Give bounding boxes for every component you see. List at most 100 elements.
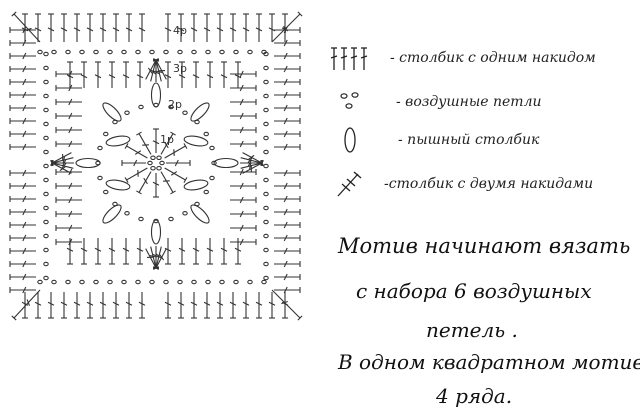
round3-left-stitch <box>55 140 82 148</box>
round1-stitch <box>152 173 160 198</box>
chain-stitch <box>43 107 49 113</box>
chain-stitch <box>263 65 269 71</box>
round4-bottom-stitch <box>255 292 263 319</box>
round4-bottom-stitch <box>21 292 29 319</box>
round1-stitch <box>166 159 191 167</box>
round4-top-stitch <box>177 13 185 42</box>
round3-left-stitch <box>55 210 82 218</box>
round4-bottom-stitch <box>177 292 185 319</box>
chain-stitch <box>263 275 269 281</box>
chain-stitch <box>247 49 253 55</box>
round1-stitch <box>124 143 148 159</box>
chain-stitch <box>124 110 130 116</box>
chain-stitch <box>263 93 269 99</box>
round4-bottom-stitch <box>229 292 237 319</box>
round3-bottom-stitch <box>80 238 88 265</box>
chain-stitch <box>211 160 217 166</box>
chain-stitch <box>112 201 118 207</box>
chain-stitch <box>219 279 225 285</box>
round3-right-stitch <box>230 98 257 106</box>
chain-stitch <box>93 279 99 285</box>
chain-stitch <box>149 49 155 55</box>
chain-stitch <box>121 279 127 285</box>
round3-left-stitch <box>55 224 82 232</box>
chain-stitch <box>263 233 269 239</box>
round4-left-stitch <box>9 221 36 229</box>
round4-right-stitch <box>274 39 301 47</box>
legend-item-double-crochet: - столбик с одним накидом <box>330 44 630 78</box>
chain-stitch <box>194 119 200 125</box>
treble-crochet-icon <box>337 171 362 197</box>
round4-left-stitch <box>9 169 36 177</box>
puff-stitch <box>150 219 162 245</box>
round3-bottom-stitch <box>178 238 186 265</box>
round4-bottom-stitch <box>34 292 42 319</box>
chain-stitch <box>150 155 156 161</box>
chain-stitch <box>156 155 162 161</box>
chain-stitch <box>177 49 183 55</box>
round3-fan-stitch <box>50 160 72 174</box>
round1-stitch <box>121 159 146 167</box>
round4-right-stitch <box>274 91 301 99</box>
chain-stitch <box>51 49 57 55</box>
chain-stitch <box>147 160 153 166</box>
chain-stitch <box>156 165 162 171</box>
puff-stitch <box>213 157 239 169</box>
round4-right-stitch <box>274 52 301 60</box>
chain-stitch <box>194 201 200 207</box>
round4-left-stitch <box>9 78 36 86</box>
note-line-1: Мотив начинают вязать <box>338 234 631 258</box>
round3-top-stitch <box>80 61 88 88</box>
round4-bottom-stitch <box>203 292 211 319</box>
chain-stitch <box>191 279 197 285</box>
chain-stitch <box>43 177 49 183</box>
round3-top-stitch <box>136 61 144 88</box>
round4-left-stitch <box>9 130 36 138</box>
puff-stitch <box>183 179 209 191</box>
chain-stitch <box>263 121 269 127</box>
round3-right-stitch <box>230 224 257 232</box>
puff-stitch <box>75 157 101 169</box>
chain-stitch <box>263 149 269 155</box>
round4-top-stitch <box>203 13 211 42</box>
chain-stitch <box>43 149 49 155</box>
round-label: 4р <box>173 24 187 37</box>
round3-bottom-stitch <box>192 238 200 265</box>
round4-right-stitch <box>274 195 301 203</box>
chain-stitch <box>43 93 49 99</box>
round4-left-stitch <box>9 26 36 34</box>
chain-stitch <box>43 51 49 57</box>
double-crochet-icon <box>330 47 368 70</box>
chain-stitch <box>65 279 71 285</box>
chain-stitch <box>182 210 188 216</box>
round4-top-stitch <box>190 13 198 42</box>
chain-stitch <box>191 49 197 55</box>
round3-left-stitch <box>55 112 82 120</box>
chain-stitch <box>263 51 269 57</box>
round4-bottom-stitch <box>242 292 250 319</box>
chain-stitch <box>263 177 269 183</box>
legend-item-chain: - воздушные петли <box>330 88 630 122</box>
round3-top-stitch <box>178 61 186 88</box>
round4-top-stitch <box>60 13 68 42</box>
chain-stitch <box>263 247 269 253</box>
chain-stitch <box>182 110 188 116</box>
round4-top-stitch <box>47 13 55 42</box>
chain-stitch <box>233 279 239 285</box>
chain-stitch <box>209 175 215 181</box>
round3-top-stitch <box>94 61 102 88</box>
chain-stitch <box>150 165 156 171</box>
chain-stitch <box>263 135 269 141</box>
round3-right-stitch <box>230 168 257 176</box>
legend-item-treble: -столбик с двумя накидами <box>330 170 630 204</box>
round4-bottom-stitch <box>268 292 276 319</box>
round1-stitch <box>164 167 188 183</box>
round4-right-stitch <box>274 260 301 268</box>
round3-right-stitch <box>230 238 257 246</box>
round3-top-stitch <box>206 61 214 88</box>
chain-stitch <box>43 121 49 127</box>
round4-right-stitch <box>274 247 301 255</box>
round4-right-stitch <box>274 221 301 229</box>
round4-corner-stitch <box>271 11 303 43</box>
